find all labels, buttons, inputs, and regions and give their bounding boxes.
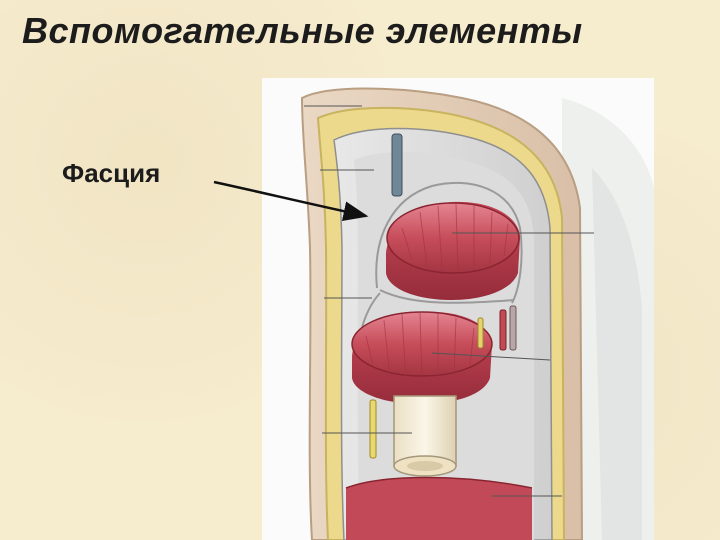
vein	[509, 305, 517, 351]
nerve-lower	[369, 399, 377, 459]
leader-lines	[304, 105, 594, 497]
bone-marrow	[407, 461, 443, 471]
upper-muscle-fibers	[401, 203, 509, 273]
slide-title: Вспомогательные элементы	[22, 10, 583, 51]
fascia-label: Фасция	[62, 158, 161, 188]
artery	[499, 309, 507, 351]
fascial-septum-upper	[375, 182, 523, 304]
vessel-upper	[391, 133, 403, 197]
bone-shaft	[393, 395, 457, 467]
upper-muscle-cross-section	[386, 202, 520, 274]
deep-muscle-mass	[346, 477, 532, 540]
limb-cross-section-figure	[300, 87, 654, 540]
anatomy-illustration	[262, 78, 654, 540]
outer-tissue-shadow	[592, 168, 642, 540]
fascial-septum-middle	[379, 289, 515, 304]
deep-muscle-edge	[345, 476, 533, 489]
lower-muscle-fibers	[365, 311, 475, 385]
nerve-upper	[477, 317, 484, 349]
